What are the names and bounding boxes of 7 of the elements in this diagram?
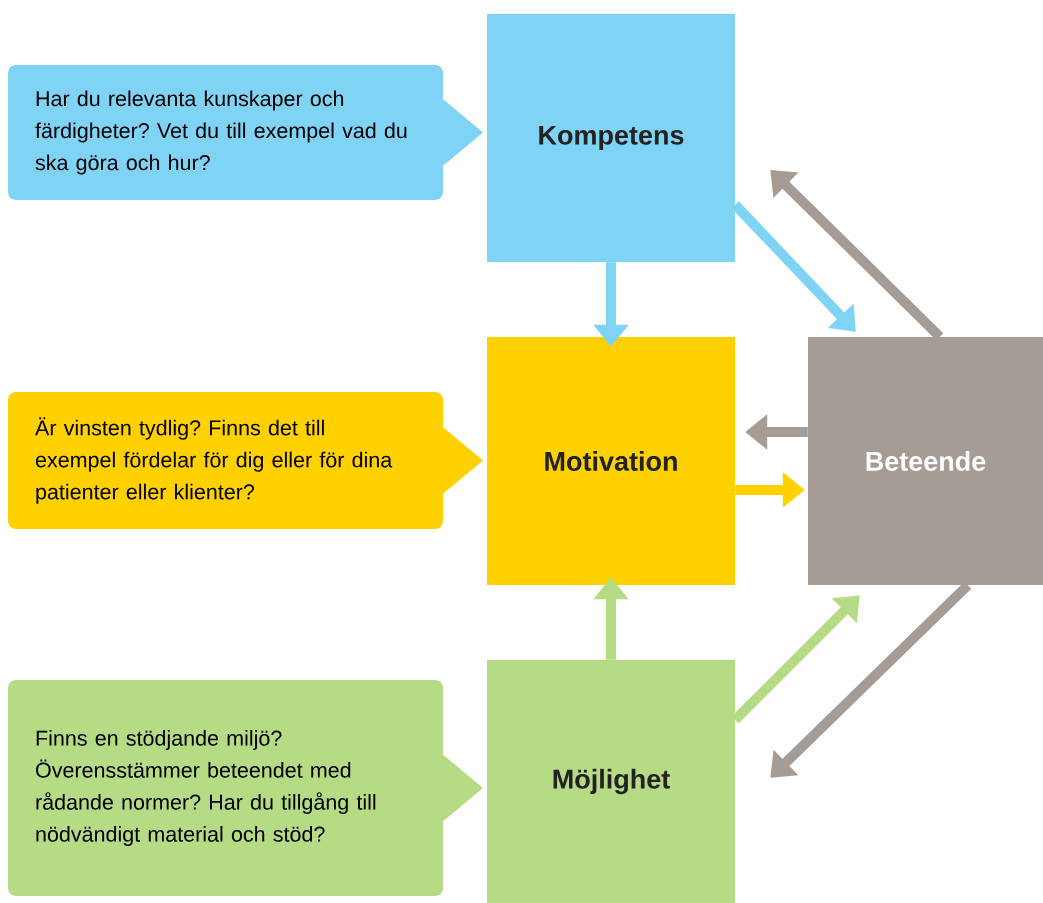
speech-bubble: Är vinsten tydlig? Finns det till exempel fördelar för dig eller för dina patienter eller klienter?	[8, 392, 483, 529]
speech-bubble: Har du relevanta kunskaper och färdigheter? Vet du till exempel vad du ska göra och hur?	[8, 65, 483, 200]
concept-box: Möjlighet	[487, 660, 735, 903]
speech-bubble: Finns en stödjande miljö? Överensstämmer beteendet med rådande normer? Har du tillgång till nödvändigt material och stöd?	[8, 680, 483, 896]
concept-box: Beteende	[808, 337, 1043, 585]
concept-box: Motivation	[487, 337, 735, 585]
concept-box: Kompetens	[487, 14, 735, 262]
